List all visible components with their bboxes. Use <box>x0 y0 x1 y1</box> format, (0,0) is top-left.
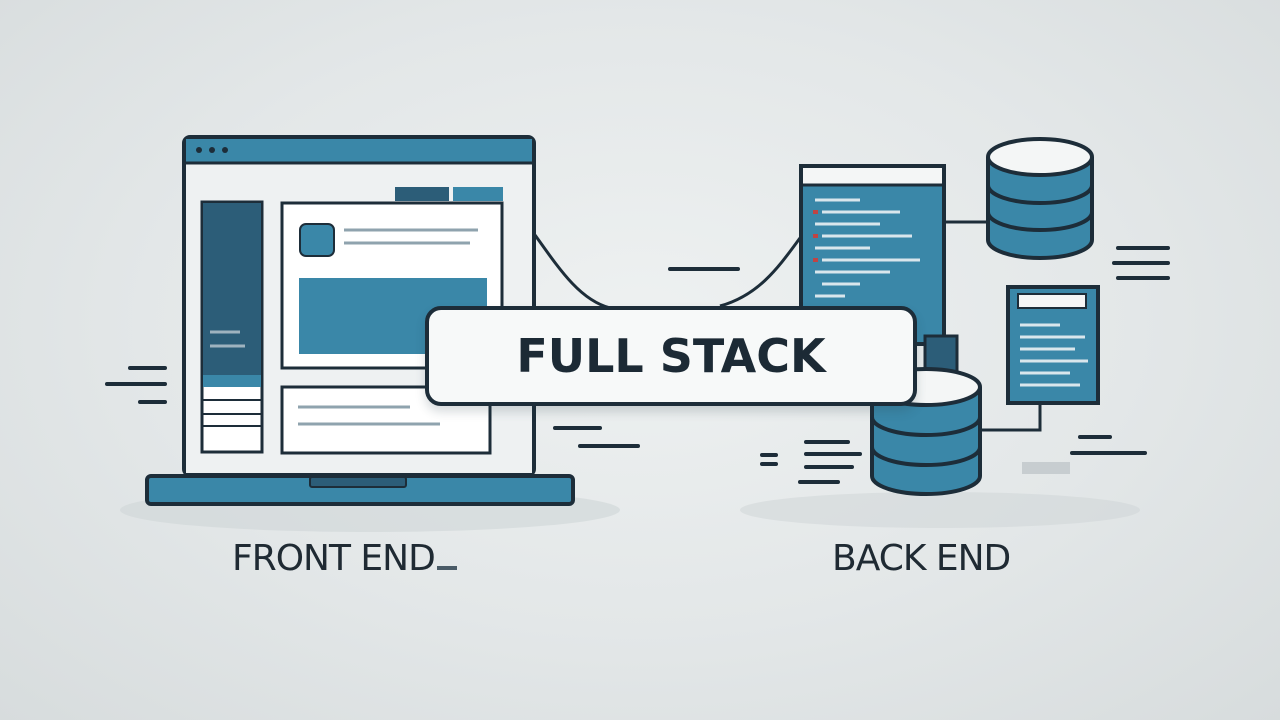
connector-lines <box>533 220 1042 432</box>
connector-laptop-banner <box>533 234 611 310</box>
front-end-caption: FRONT END <box>232 538 457 579</box>
connector-editor-banner <box>719 237 802 308</box>
back-end-label: BACK END <box>832 538 1011 579</box>
full-stack-label: FULL STACK <box>516 329 826 383</box>
faded-block <box>1022 462 1070 474</box>
motion-lines <box>105 246 1170 484</box>
back-end-caption: BACK END <box>832 538 1011 579</box>
full-stack-banner: FULL STACK <box>425 306 917 406</box>
database-icon <box>986 137 1094 260</box>
cursor-underscore <box>436 566 457 570</box>
backend-shadow <box>740 492 1140 528</box>
server-doc-icon <box>1006 285 1100 405</box>
front-end-label: FRONT END <box>232 538 436 579</box>
connector-doc-db <box>980 403 1042 432</box>
